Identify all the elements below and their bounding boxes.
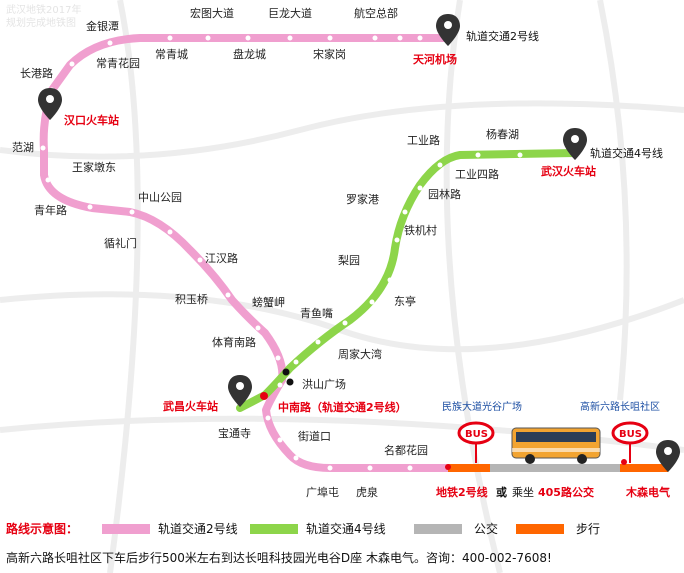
station-label: 宋家岗 xyxy=(313,47,346,61)
legend: 路线示意图： 轨道交通2号线 轨道交通4号线 公交 步行 xyxy=(6,521,600,536)
pin-icon xyxy=(563,128,587,160)
hub-label-wuhan: 武汉火车站 xyxy=(541,164,596,178)
station-label: 金银潭 xyxy=(86,19,119,33)
station-label: 循礼门 xyxy=(104,236,137,250)
endpoint-line-label: 轨道交通4号线 xyxy=(590,146,663,160)
pin-icon xyxy=(436,14,460,46)
interchange-marker xyxy=(282,368,290,376)
legend-swatch-line4 xyxy=(250,524,298,534)
hub-label-wuchang: 武昌火车站 xyxy=(163,399,218,413)
station-label: 梨园 xyxy=(338,253,360,267)
legend-label-bus: 公交 xyxy=(474,521,498,536)
route-destination-label: 木森电气 xyxy=(625,485,670,499)
bus-icon xyxy=(511,427,601,464)
route-bus-label: 405路公交 xyxy=(538,485,594,499)
pin-icon xyxy=(656,440,680,472)
line4-dots xyxy=(293,152,523,365)
interchange-marker xyxy=(286,378,294,386)
watermark: 武汉地铁2017年 规划完成地铁图 xyxy=(6,3,81,29)
station-label: 螃蟹岬 xyxy=(252,295,285,309)
station-label: 杨春湖 xyxy=(486,127,519,141)
endpoint-line-label: 轨道交通2号线 xyxy=(466,29,539,43)
location-dot-icon xyxy=(445,464,451,470)
pin-icon xyxy=(38,88,62,120)
bus-stop-label-end: 高新六路长咀社区 xyxy=(580,400,660,413)
station-label: 铁机村 xyxy=(404,223,437,237)
station-label: 体育南路 xyxy=(212,335,256,349)
station-label: 宝通寺 xyxy=(218,426,251,440)
station-label: 工业四路 xyxy=(455,168,499,181)
station-label: 园林路 xyxy=(428,187,461,201)
station-label: 青年路 xyxy=(34,203,67,217)
watermark-line-1: 武汉地铁2017年 xyxy=(6,3,81,16)
station-label: 范湖 xyxy=(12,140,34,154)
station-label: 长港路 xyxy=(20,67,53,80)
station-label: 虎泉 xyxy=(356,485,378,499)
station-label: 名都花园 xyxy=(384,443,428,457)
station-label: 王家墩东 xyxy=(72,160,116,174)
bus-stop-label-start: 民族大道光谷广场 xyxy=(442,400,522,413)
bus-stop-sign-icon: BUS xyxy=(611,421,649,463)
legend-swatch-bus xyxy=(414,524,462,534)
walk-segment-1 xyxy=(448,464,490,472)
legend-swatch-line2 xyxy=(102,524,150,534)
hub-label-zhongnan: 中南路（轨道交通2号线） xyxy=(278,400,407,414)
station-label: 周家大湾 xyxy=(338,347,382,361)
hub-label-hankou: 汉口火车站 xyxy=(64,113,119,127)
bus-segment xyxy=(490,464,620,472)
station-label: 洪山广场 xyxy=(302,377,346,391)
footer-directions: 高新六路长咀社区下车后步行500米左右到达长咀科技园光电谷D座 木森电气。咨询：… xyxy=(6,551,552,565)
route-take-label: 乘坐 xyxy=(512,486,534,499)
station-label: 巨龙大道 xyxy=(268,6,312,20)
pin-icon xyxy=(228,375,252,407)
station-label: 积玉桥 xyxy=(175,293,208,306)
station-label: 青鱼嘴 xyxy=(300,306,333,320)
station-label: 盘龙城 xyxy=(233,47,266,61)
location-dot-icon xyxy=(621,459,627,465)
legend-label-line2: 轨道交通2号线 xyxy=(158,521,238,536)
station-label: 东亭 xyxy=(394,294,416,308)
station-label: 中山公园 xyxy=(138,191,182,204)
legend-title: 路线示意图： xyxy=(6,521,78,536)
station-label: 罗家港 xyxy=(346,192,379,206)
station-label: 广埠屯 xyxy=(306,485,339,499)
hub-label-tianhe: 天河机场 xyxy=(413,52,457,66)
station-label: 常青城 xyxy=(155,48,188,61)
station-label: 宏图大道 xyxy=(190,6,234,20)
station-label: 江汉路 xyxy=(205,252,238,265)
legend-swatch-walk xyxy=(516,524,564,534)
walk-segment-2 xyxy=(620,464,668,472)
bus-sign-text: BUS xyxy=(619,429,642,440)
location-dot-icon xyxy=(260,392,268,400)
station-label: 航空总部 xyxy=(354,6,398,20)
bus-stop-sign-icon: BUS xyxy=(457,421,495,463)
legend-label-walk: 步行 xyxy=(576,522,600,536)
station-label: 街道口 xyxy=(298,429,331,443)
station-label: 常青花园 xyxy=(96,57,140,70)
bus-sign-text: BUS xyxy=(465,429,488,440)
watermark-line-2: 规划完成地铁图 xyxy=(6,16,76,29)
line4-route xyxy=(236,149,579,412)
legend-label-line4: 轨道交通4号线 xyxy=(306,521,386,536)
route-or-label: 或 xyxy=(496,485,507,499)
route-metro-label: 地铁2号线 xyxy=(436,485,488,499)
station-label: 工业路 xyxy=(407,134,440,147)
